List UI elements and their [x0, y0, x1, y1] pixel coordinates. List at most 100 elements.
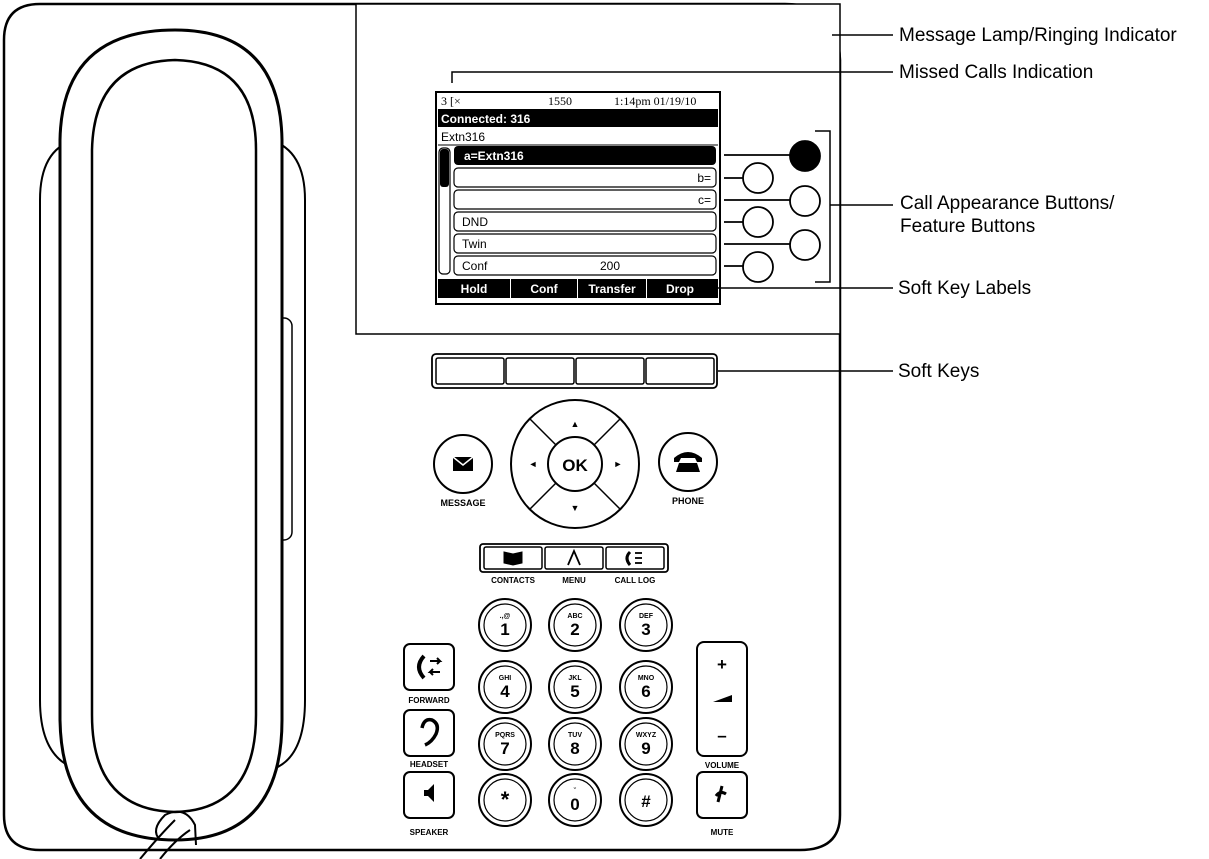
callout-soft-key-labels: Soft Key Labels: [898, 278, 1032, 299]
phone-button-group: PHONE: [658, 432, 718, 506]
book-icon: [503, 551, 523, 566]
nav-left-icon[interactable]: ◄: [529, 459, 538, 469]
keypad-digit: 8: [570, 739, 579, 758]
keypad-key-ring: [553, 722, 597, 766]
speaker-icon: [424, 784, 434, 802]
phone-icon: [674, 452, 702, 472]
volume-up-icon[interactable]: +: [717, 655, 727, 674]
ok-button[interactable]: [547, 436, 603, 492]
softkey-1[interactable]: [435, 357, 505, 385]
mute-button-group: MUTE: [696, 771, 748, 837]
keypad-key-ring: [553, 603, 597, 647]
keypad-key-ring: [483, 603, 527, 647]
call-log-label: CALL LOG: [615, 576, 656, 585]
callout-lines: [451, 34, 893, 372]
keypad-key-7[interactable]: [478, 717, 532, 771]
line-a-label: a=Extn316: [464, 149, 524, 163]
keypad-digit: 2: [570, 620, 579, 639]
keypad-letters: MNO: [638, 675, 655, 682]
call-appearance-button-b[interactable]: [742, 162, 774, 194]
keypad-key-ring: [553, 665, 597, 709]
line-c-label: c=: [698, 193, 711, 207]
keypad-key-ring: [483, 665, 527, 709]
contacts-label: CONTACTS: [491, 576, 536, 585]
keypad-letters: WXYZ: [636, 732, 657, 739]
call-appearance-button-a[interactable]: [789, 140, 821, 172]
keypad-key-star[interactable]: [478, 773, 532, 827]
headset-icon: [420, 717, 440, 747]
ok-label: OK: [562, 456, 588, 475]
keypad-key-5[interactable]: [548, 660, 602, 714]
keypad-key-1[interactable]: [478, 598, 532, 652]
softkey-2[interactable]: [505, 357, 575, 385]
keypad-key-9[interactable]: [619, 717, 673, 771]
line-b-row[interactable]: [453, 167, 717, 188]
call-appearance-buttons: [724, 140, 821, 283]
directory-keys: CONTACTS MENU CALL LOG: [479, 543, 669, 585]
line-b-label: b=: [697, 171, 711, 185]
forward-button[interactable]: [403, 643, 455, 691]
keypad-letters: PQRS: [495, 732, 515, 739]
keypad-letters: ˘: [573, 787, 577, 795]
menu-label: MENU: [562, 576, 586, 585]
feature-button-conf[interactable]: [742, 251, 774, 283]
keypad-key-ring: [483, 722, 527, 766]
conf-row[interactable]: [453, 255, 717, 276]
keypad-digit: *: [501, 787, 510, 812]
status-time: 1:14pm 01/19/10: [614, 94, 696, 108]
phone-button[interactable]: [658, 432, 718, 492]
feature-button-dnd[interactable]: [742, 206, 774, 238]
callout-soft-keys: Soft Keys: [898, 361, 980, 382]
keypad-digit: 1: [500, 620, 509, 639]
message-label: MESSAGE: [440, 498, 485, 508]
keypad-key-ring: [624, 778, 668, 822]
line-a-row[interactable]: [454, 146, 716, 165]
nav-up-icon[interactable]: ▲: [571, 419, 580, 429]
twin-row[interactable]: [453, 233, 717, 254]
mute-button[interactable]: [696, 771, 748, 819]
keypad-key-6[interactable]: [619, 660, 673, 714]
headset-label: HEADSET: [410, 760, 448, 769]
headset-button[interactable]: [403, 709, 455, 757]
line-c-row[interactable]: [453, 189, 717, 210]
mute-icon: [714, 785, 727, 803]
call-appearance-button-c[interactable]: [789, 185, 821, 217]
status-missed-calls: 3 [×: [441, 94, 461, 108]
call-log-icon: [625, 550, 632, 566]
softkey-4[interactable]: [645, 357, 715, 385]
keypad-key-ring: [553, 778, 597, 822]
callout-call-appearance: Call Appearance Buttons/: [900, 193, 1115, 214]
mute-label: MUTE: [711, 828, 734, 837]
keypad-key-3[interactable]: [619, 598, 673, 652]
feature-button-twin[interactable]: [789, 229, 821, 261]
menu-a-icon: [567, 548, 581, 566]
keypad-key-ring: [483, 778, 527, 822]
keypad-key-4[interactable]: [478, 660, 532, 714]
nav-down-icon[interactable]: ▼: [571, 503, 580, 513]
softkey-label-conf: Conf: [530, 282, 558, 296]
keypad-key-hash[interactable]: [619, 773, 673, 827]
keypad-key-8[interactable]: [548, 717, 602, 771]
keypad-key-ring: [624, 665, 668, 709]
nav-right-icon[interactable]: ►: [614, 459, 623, 469]
callout-missed-calls: Missed Calls Indication: [899, 62, 1094, 83]
dnd-row[interactable]: [453, 211, 717, 232]
handset: [39, 28, 306, 859]
softkey-label-hold: Hold: [461, 282, 488, 296]
twin-label: Twin: [462, 237, 487, 251]
volume-group: + – VOLUME: [696, 641, 748, 770]
speaker-button-group: SPEAKER: [403, 771, 455, 837]
keypad-digit: 4: [500, 682, 510, 701]
forward-label: FORWARD: [408, 696, 449, 705]
menu-button[interactable]: [544, 546, 604, 570]
keypad-key-2[interactable]: [548, 598, 602, 652]
conf-value: 200: [600, 259, 620, 273]
keypad-key-0[interactable]: [548, 773, 602, 827]
callout-message-lamp: Message Lamp/Ringing Indicator: [899, 25, 1177, 46]
keypad-digit: 7: [500, 739, 509, 758]
conf-label: Conf: [462, 259, 488, 273]
volume-down-icon[interactable]: –: [717, 726, 726, 745]
volume-level-icon: [713, 695, 732, 702]
softkey-3[interactable]: [575, 357, 645, 385]
